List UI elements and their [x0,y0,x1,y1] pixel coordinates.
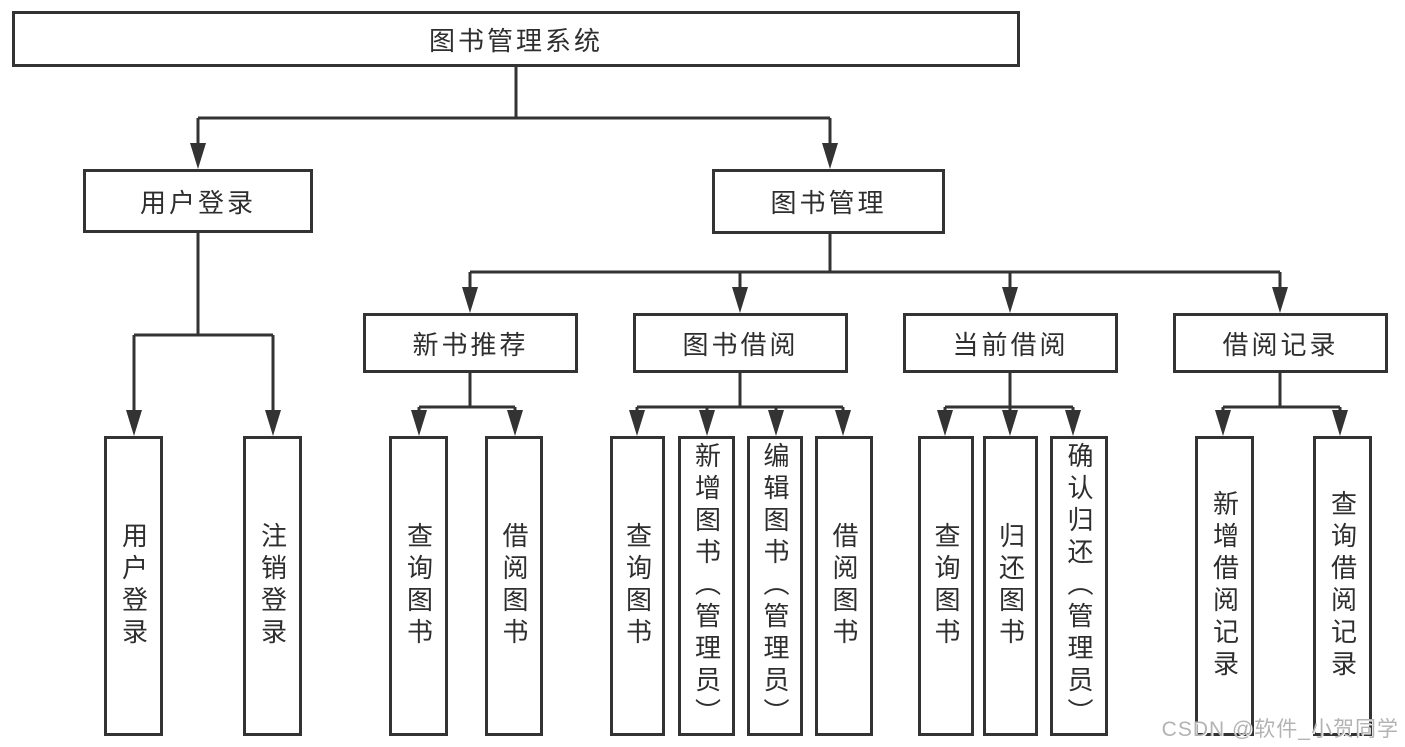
leaf-user-login-label: 用户登录 [118,522,149,650]
node-library-system: 图书管理系统 [12,11,1020,67]
leaf-nb-borrow-books: 借阅图书 [485,436,543,736]
leaf-bb-add-books-admin-label: 新增图书（管理员） [691,442,722,730]
leaf-cb-query-books: 查询图书 [918,436,974,736]
leaf-bb-edit-books-admin-label: 编辑图书（管理员） [760,442,790,730]
leaf-logout-label: 注销登录 [257,522,288,650]
leaf-nb-query-books: 查询图书 [389,436,448,736]
leaf-cb-confirm-return-admin-label: 确认归还（管理员） [1064,442,1094,730]
leaf-cb-confirm-return-admin: 确认归还（管理员） [1050,436,1108,736]
node-book-borrowing: 图书借阅 [633,313,848,373]
leaf-bb-query-books-label: 查询图书 [622,522,653,650]
leaf-cb-return-books: 归还图书 [983,436,1038,736]
leaf-nb-borrow-books-label: 借阅图书 [499,522,529,650]
leaf-bb-query-books: 查询图书 [610,436,665,736]
leaf-br-add-record: 新增借阅记录 [1195,436,1254,736]
leaf-bb-add-books-admin: 新增图书（管理员） [678,436,735,736]
leaf-bb-edit-books-admin: 编辑图书（管理员） [747,436,803,736]
leaf-bb-borrow-books-label: 借阅图书 [829,522,859,650]
leaf-nb-query-books-label: 查询图书 [403,522,434,650]
node-borrowing-records: 借阅记录 [1173,313,1388,373]
node-new-book-recommend: 新书推荐 [363,313,578,373]
node-current-borrowing: 当前借阅 [903,313,1118,373]
leaf-user-login: 用户登录 [104,436,163,736]
csdn-watermark: CSDN @软件_小贺同学 [1161,718,1399,741]
leaf-br-query-record-label: 查询借阅记录 [1327,490,1358,682]
leaf-cb-query-books-label: 查询图书 [931,522,961,650]
leaf-cb-return-books-label: 归还图书 [995,522,1026,650]
leaf-bb-borrow-books: 借阅图书 [815,436,873,736]
node-book-management: 图书管理 [712,169,945,234]
leaf-logout: 注销登录 [243,436,302,736]
leaf-br-add-record-label: 新增借阅记录 [1209,490,1240,682]
leaf-br-query-record: 查询借阅记录 [1313,436,1372,736]
node-user-login-branch: 用户登录 [83,169,313,233]
